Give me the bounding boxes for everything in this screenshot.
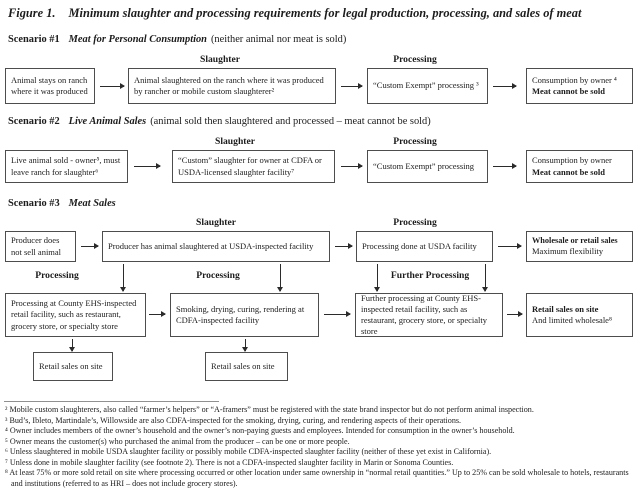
- arrow-right-icon: [149, 310, 166, 318]
- s2-box-live-animal-sold-text: Live animal sold - owner⁵, must leave ra…: [11, 155, 121, 177]
- s3-box-usda-processing-text: Processing done at USDA facility: [362, 240, 477, 251]
- s1-box-processing: “Custom Exempt” processing ³: [367, 68, 488, 104]
- arrow-right-icon: [493, 82, 517, 90]
- arrow-right-icon: [81, 242, 99, 250]
- s1-box-animal-stays-text: Animal stays on ranch where it was produ…: [11, 74, 88, 96]
- s3-box-cdfa-processing: Smoking, drying, curing, rendering at CD…: [170, 293, 319, 337]
- footnote-3: ³ Bud’s, Ibleto, Martindale’s, Willowsid…: [5, 415, 462, 425]
- figure-title: Figure 1. Minimum slaughter and processin…: [8, 6, 581, 21]
- s3-box-further-processing-text: Further processing at County EHS-inspect…: [361, 292, 488, 337]
- arrow-right-icon: [324, 310, 351, 318]
- s3-retail-line1: Retail sales on site: [532, 303, 599, 314]
- scenario3-label: Scenario #3: [8, 198, 60, 209]
- arrow-right-icon: [507, 310, 523, 318]
- s3-box-retail-mid-text: Retail sales on site: [211, 360, 275, 371]
- scenario1-heading: Scenario #1 Meat for Personal Consumption…: [8, 34, 346, 45]
- scenario3-processing-header: Processing: [393, 217, 437, 228]
- scenario2-slaughter-header: Slaughter: [215, 136, 255, 147]
- s3-box-usda-slaughter: Producer has animal slaughtered at USDA-…: [102, 231, 330, 262]
- s2-outcome-line2: Meat cannot be sold: [532, 166, 605, 177]
- s2-box-slaughter: “Custom” slaughter for owner at CDFA or …: [172, 150, 335, 183]
- arrow-right-icon: [493, 162, 517, 170]
- arrow-down-icon: [481, 264, 489, 292]
- s2-box-slaughter-text: “Custom” slaughter for owner at CDFA or …: [178, 155, 322, 177]
- arrow-right-icon: [100, 82, 125, 90]
- s1-box-slaughter-text: Animal slaughtered on the ranch where it…: [134, 74, 324, 96]
- footnote-6: ⁶ Unless slaughtered in mobile USDA slau…: [5, 447, 492, 457]
- s1-outcome-line1: Consumption by owner ⁴: [532, 74, 617, 85]
- s3-box-usda-processing: Processing done at USDA facility: [356, 231, 493, 262]
- figure-title-text: Minimum slaughter and processing require…: [68, 6, 582, 20]
- s2-box-processing: “Custom Exempt” processing: [367, 150, 488, 183]
- s3-further-processing-header: Further Processing: [390, 270, 470, 281]
- footnote-7: ⁷ Unless done in mobile slaughter facili…: [5, 457, 454, 467]
- footnote-4: ⁴ Owner includes members of the owner’s …: [5, 426, 515, 436]
- arrow-down-icon: [119, 264, 127, 292]
- s3-box-retail-mid: Retail sales on site: [205, 352, 288, 381]
- s3-box-retail-left-text: Retail sales on site: [39, 360, 103, 371]
- s3-box-county-processing-text: Processing at County EHS-inspected retai…: [11, 298, 137, 331]
- arrow-right-icon: [341, 162, 363, 170]
- s2-box-live-animal-sold: Live animal sold - owner⁵, must leave ra…: [5, 150, 128, 183]
- s1-box-processing-text: “Custom Exempt” processing ³: [373, 80, 479, 91]
- s1-box-outcome: Consumption by owner ⁴ Meat cannot be so…: [526, 68, 633, 104]
- s3-box-county-processing: Processing at County EHS-inspected retai…: [5, 293, 146, 337]
- scenario1-name: Meat for Personal Consumption: [68, 34, 207, 45]
- s3-wholesale-line2: Maximum flexibility: [532, 246, 604, 257]
- arrow-down-icon: [68, 339, 76, 352]
- footnote-divider: [4, 401, 219, 402]
- scenario1-label: Scenario #1: [8, 34, 60, 45]
- arrow-right-icon: [335, 242, 353, 250]
- scenario2-note: (animal sold then slaughtered and proces…: [150, 116, 431, 127]
- s2-box-processing-text: “Custom Exempt” processing: [373, 160, 475, 171]
- scenario2-processing-header: Processing: [393, 136, 437, 147]
- scenario2-heading: Scenario #2 Live Animal Sales(animal sold…: [8, 116, 431, 127]
- scenario1-note: (neither animal nor meat is sold): [210, 34, 347, 45]
- s3-box-cdfa-processing-text: Smoking, drying, curing, rendering at CD…: [176, 303, 305, 325]
- footnote-5: ⁵ Owner means the customer(s) who purcha…: [5, 436, 350, 446]
- s2-box-outcome: Consumption by owner Meat cannot be sold: [526, 150, 633, 183]
- s3-box-retail-outcome: Retail sales on site And limited wholesa…: [526, 293, 633, 337]
- s3-retail-line2: And limited wholesale⁸: [532, 315, 612, 325]
- s3-box-usda-slaughter-text: Producer has animal slaughtered at USDA-…: [108, 240, 314, 251]
- s1-outcome-line2: Meat cannot be sold: [532, 86, 605, 96]
- s3-box-retail-left: Retail sales on site: [33, 352, 113, 381]
- arrow-right-icon: [134, 162, 161, 170]
- arrow-right-icon: [341, 82, 363, 90]
- scenario2-label: Scenario #2: [8, 116, 60, 127]
- s3-box-producer: Producer does not sell animal: [5, 231, 76, 262]
- s3-wholesale-line1: Wholesale or retail sales: [532, 235, 618, 245]
- figure-number: Figure 1.: [8, 6, 56, 20]
- scenario2-name: Live Animal Sales: [68, 116, 147, 127]
- s3-box-wholesale-outcome: Wholesale or retail sales Maximum flexib…: [526, 231, 633, 262]
- footnote-2: ² Mobile custom slaughterers, also calle…: [5, 405, 534, 414]
- s1-box-animal-stays: Animal stays on ranch where it was produ…: [5, 68, 95, 104]
- scenario3-slaughter-header: Slaughter: [196, 217, 236, 228]
- footnotes: ² Mobile custom slaughterers, also calle…: [5, 405, 638, 489]
- arrow-right-icon: [498, 242, 522, 250]
- scenario3-heading: Scenario #3 Meat Sales: [8, 198, 116, 209]
- s3-box-producer-text: Producer does not sell animal: [11, 235, 62, 257]
- s1-box-slaughter: Animal slaughtered on the ranch where it…: [128, 68, 336, 104]
- arrow-down-icon: [276, 264, 284, 292]
- scenario1-slaughter-header: Slaughter: [200, 54, 240, 65]
- scenario3-name: Meat Sales: [68, 198, 116, 209]
- s3-processing-mid-header: Processing: [196, 270, 240, 281]
- scenario1-processing-header: Processing: [393, 54, 437, 65]
- s3-box-further-processing: Further processing at County EHS-inspect…: [355, 293, 503, 337]
- footnote-8: ⁸ At least 75% or more sold retail on si…: [5, 468, 629, 488]
- s3-processing-left-header: Processing: [35, 270, 79, 281]
- s2-outcome-line1: Consumption by owner: [532, 155, 612, 166]
- arrow-down-icon: [373, 264, 381, 292]
- arrow-down-icon: [241, 339, 249, 352]
